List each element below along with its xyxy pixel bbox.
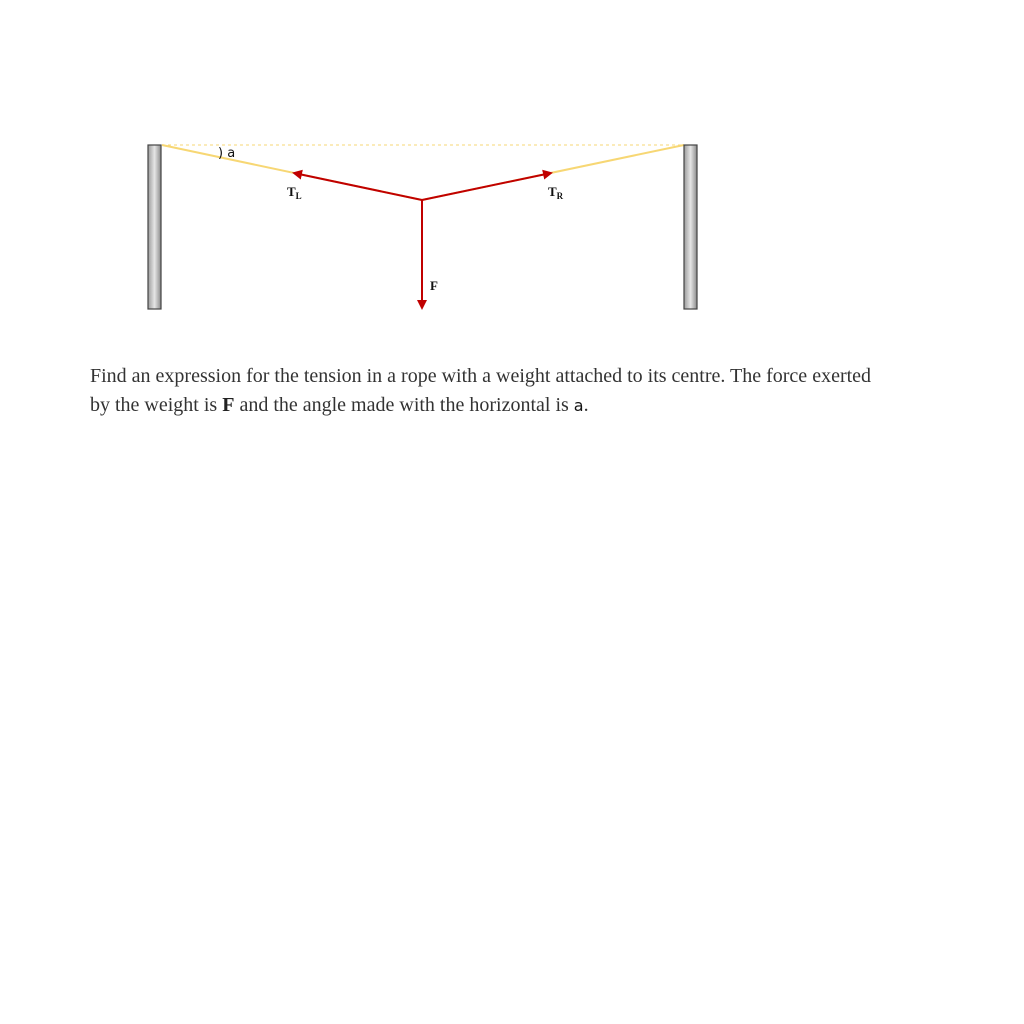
tension-left-subscript: L [296,191,302,201]
right-post [683,144,698,310]
tension-left-label: TL [287,184,302,201]
question-text: Find an expression for the tension in a … [90,362,890,420]
force-label: F [430,278,438,293]
tension-right-symbol: T [548,184,557,199]
rope-tension-diagram: ) a TL TR F [147,144,698,310]
question-part-1: Find an expression for the tension in a … [90,365,872,416]
tension-right-arrow [421,169,553,201]
question-part-2: and the angle made with the horizontal i… [234,394,574,416]
tension-right-subscript: R [557,191,564,201]
tension-right-label: TR [548,184,564,201]
tension-left-arrow [292,169,423,201]
question-angle-symbol: a [573,396,584,415]
angle-label: ) a [218,146,235,161]
tension-left-symbol: T [287,184,296,199]
question-force-symbol: F [222,394,235,416]
question-part-3: . [583,394,589,416]
left-post [147,144,162,310]
